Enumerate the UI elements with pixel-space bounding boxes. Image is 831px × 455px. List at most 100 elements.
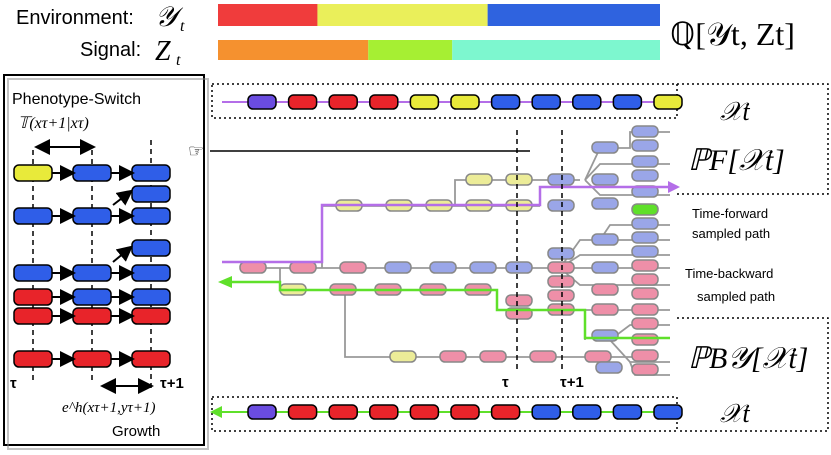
bottom-sequence-arrowhead xyxy=(210,406,222,418)
environment-bar-segment-0 xyxy=(218,4,318,26)
top-sequence-cell-3 xyxy=(369,94,399,110)
tree-cell-52 xyxy=(631,287,659,300)
left-cell-mid-5 xyxy=(72,350,112,368)
forward-caption-2: sampled path xyxy=(692,226,770,241)
signal-bar xyxy=(218,40,660,60)
tree-cell-5 xyxy=(469,261,497,274)
joint-measure: ℚ[𝒴t, Zt] xyxy=(670,16,795,52)
top-sequence-cell-0 xyxy=(247,94,277,110)
left-cell-mid-1 xyxy=(72,207,112,225)
forward-measure-box xyxy=(677,83,829,195)
backward-caption-2: sampled path xyxy=(697,289,775,304)
bottom-x-label: 𝒳t xyxy=(720,399,750,428)
tree-cell-53 xyxy=(631,303,659,316)
tree-cell-36 xyxy=(591,233,619,246)
top-sequence-cell-7 xyxy=(531,94,561,110)
signal-label: Signal: xyxy=(80,39,141,61)
tree-cell-49 xyxy=(631,245,659,258)
tree-cell-39 xyxy=(591,303,619,316)
tree-cell-54 xyxy=(631,317,659,330)
tree-cell-19 xyxy=(505,294,533,307)
tree-cell-41 xyxy=(631,125,659,138)
left-cell-tau-2 xyxy=(13,264,53,282)
left-cell-split-1 xyxy=(131,239,171,257)
tree-cell-2 xyxy=(339,261,367,274)
tree-cell-58 xyxy=(595,361,623,374)
bottom-sequence-cell-2 xyxy=(328,404,358,420)
tree-cell-24 xyxy=(529,350,557,363)
left-cell-mid-2 xyxy=(72,264,112,282)
tree-cell-29 xyxy=(547,261,575,274)
bottom-sequence-cell-1 xyxy=(287,404,318,420)
tree-cell-44 xyxy=(631,169,659,182)
tree-cell-25 xyxy=(584,350,612,363)
left-cell-next-3 xyxy=(131,288,171,306)
tree-cell-22 xyxy=(439,350,467,363)
bottom-sequence-cell-9 xyxy=(612,404,643,420)
transition-kernel: 𝕋(xτ+1|xτ) xyxy=(18,115,89,132)
tree-cell-30 xyxy=(547,275,575,288)
tree-cell-31 xyxy=(547,289,575,302)
backward-measure-box xyxy=(677,317,829,432)
left-cell-tau-5 xyxy=(13,350,53,368)
bottom-sequence-cell-3 xyxy=(369,404,399,420)
tree-cell-28 xyxy=(547,247,575,260)
left-cell-split-0 xyxy=(131,185,171,203)
top-sequence-cell-6 xyxy=(490,94,521,110)
tree-cell-34 xyxy=(591,173,619,186)
left-cell-tau-0 xyxy=(13,164,53,182)
signal-bar-segment-0 xyxy=(218,40,369,60)
top-sequence-cell-5 xyxy=(450,94,480,110)
phenotype-switch-panel: Phenotype-Switch 𝕋(xτ+1|xτ) τ τ+1 e^h(xτ… xyxy=(3,74,209,450)
tree-cell-3 xyxy=(384,261,412,274)
top-x-label: 𝒳t xyxy=(720,97,750,126)
environment-bar xyxy=(218,4,660,26)
top-sequence-cell-2 xyxy=(328,94,358,110)
tree-cell-40 xyxy=(591,329,619,342)
forward-measure: ℙF[𝒳t] xyxy=(688,144,785,177)
environment-subscript: t xyxy=(180,18,185,35)
tree-cell-4 xyxy=(429,261,457,274)
panel-title: Phenotype-Switch xyxy=(12,91,141,108)
tree-cell-38 xyxy=(591,283,619,296)
tree-cell-56 xyxy=(631,349,659,362)
bottom-sequence-cell-10 xyxy=(653,404,683,420)
left-cell-next-4 xyxy=(131,307,171,325)
growth-label: Growth xyxy=(112,423,160,440)
bottom-sequence-cell-5 xyxy=(450,404,480,420)
tree-cell-57 xyxy=(631,363,659,376)
tree-cell-35 xyxy=(591,197,619,210)
signal-symbol: Z xyxy=(155,36,171,67)
backward-caption-1: Time-backward xyxy=(685,266,773,281)
signal-subscript: t xyxy=(176,52,181,69)
bottom-sequence-cell-4 xyxy=(409,404,440,420)
top-sequence-cell-8 xyxy=(572,94,602,110)
left-split-arrow-1 xyxy=(112,245,134,263)
signal-bar-segment-2 xyxy=(452,40,660,60)
left-panel-cells xyxy=(13,164,171,368)
top-sequence-cell-10 xyxy=(653,94,683,110)
bottom-sequence-cell-7 xyxy=(531,404,561,420)
tree-cell-50 xyxy=(631,259,659,272)
bottom-sequence-cell-8 xyxy=(572,404,602,420)
left-cell-next-0 xyxy=(131,164,171,182)
tree-cell-6 xyxy=(505,261,533,274)
forward-caption-1: Time-forward xyxy=(692,206,768,221)
tree-cell-0 xyxy=(239,261,267,274)
left-tau-label: τ xyxy=(10,375,17,392)
tree-cell-13 xyxy=(505,173,533,186)
left-cell-next-5 xyxy=(131,350,171,368)
left-split-arrow-0 xyxy=(112,189,134,206)
tree-cell-47 xyxy=(631,217,659,230)
tree-cell-27 xyxy=(547,199,575,212)
top-sequence-cell-4 xyxy=(409,94,440,110)
environment-bar-segment-2 xyxy=(487,4,660,26)
top-sequence-cells xyxy=(247,94,683,110)
left-cell-mid-0 xyxy=(72,164,112,182)
header: Environment: 𝒴 t Signal: Z t ℚ[𝒴t, Zt] xyxy=(16,2,795,69)
tree-cell-46 xyxy=(631,203,659,216)
forward-path-arrowhead xyxy=(668,181,680,193)
panel-shadow xyxy=(7,78,209,450)
bottom-sequence-box xyxy=(211,396,678,432)
